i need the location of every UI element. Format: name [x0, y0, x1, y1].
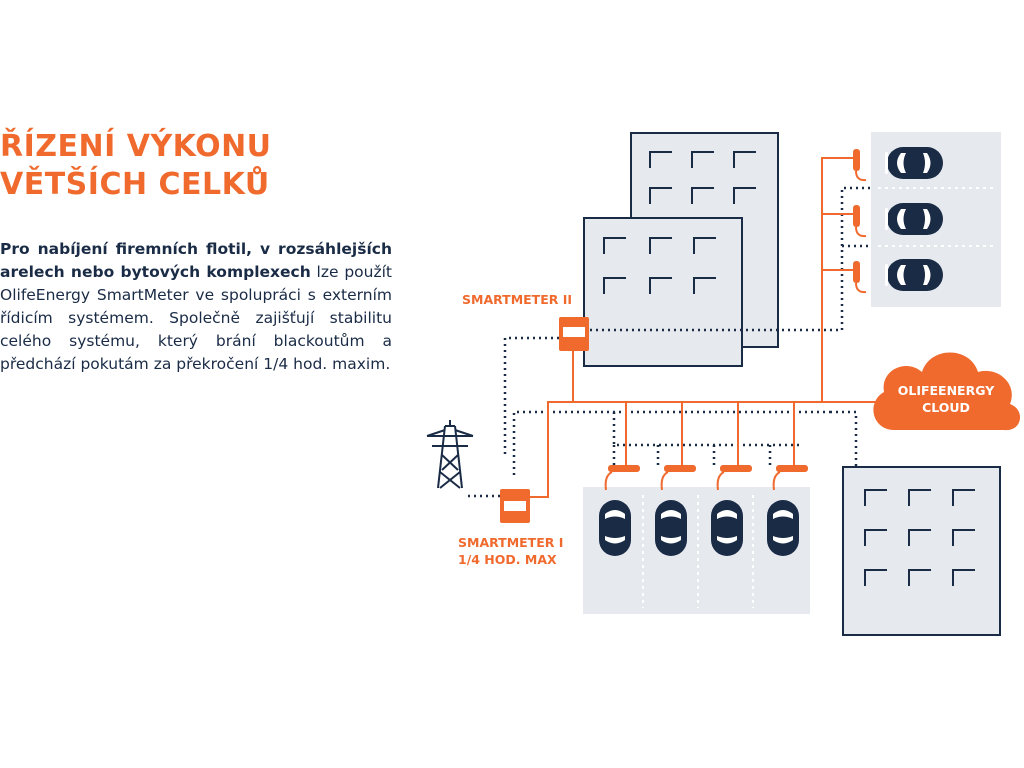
car-icon	[599, 500, 631, 556]
description-bold: Pro nabíjení firemních flotil, v rozsáhl…	[0, 240, 392, 281]
power-pylon-icon	[426, 420, 474, 489]
office-building-front	[583, 217, 743, 367]
smartmeter-1-label-line2: 1/4 HOD. MAX	[458, 552, 557, 567]
chargers-right	[853, 149, 867, 294]
charger-icon	[853, 261, 867, 294]
description-paragraph: Pro nabíjení firemních flotil, v rozsáhl…	[0, 238, 392, 376]
cloud-label-line1: OLIFEENERGY	[898, 383, 995, 398]
charger-icon	[604, 465, 640, 491]
charger-icon	[660, 465, 696, 491]
smartmeter-2-label: SMARTMETER II	[462, 292, 572, 307]
description-rest: lze použít OlifeEnergy SmartMeter ve spo…	[0, 263, 392, 373]
smartmeter-1-icon	[500, 489, 530, 523]
parking-lot-right	[871, 132, 1001, 307]
car-icon	[885, 203, 943, 235]
charger-icon	[853, 205, 867, 238]
apartment-building	[842, 466, 1001, 636]
car-icon	[885, 259, 943, 291]
charger-icon	[772, 465, 808, 491]
car-icon	[711, 500, 743, 556]
car-icon	[885, 147, 943, 179]
cloud-icon	[873, 352, 1021, 431]
smartmeter-1-label-line1: SMARTMETER I	[458, 535, 563, 550]
charger-icon	[853, 149, 867, 182]
charger-icon	[716, 465, 752, 491]
page-title: ŘÍZENÍ VÝKONU VĚTŠÍCH CELKŮ	[0, 128, 272, 204]
power-lines	[528, 157, 880, 498]
smartmeter-2-icon	[559, 317, 589, 351]
car-icon	[655, 500, 687, 556]
title-line-1: ŘÍZENÍ VÝKONU	[0, 129, 272, 164]
chargers-bottom	[604, 465, 808, 491]
title-line-2: VĚTŠÍCH CELKŮ	[0, 167, 270, 202]
car-icon	[767, 500, 799, 556]
cloud-label-line2: CLOUD	[922, 400, 970, 415]
parking-lot-bottom	[583, 487, 810, 614]
